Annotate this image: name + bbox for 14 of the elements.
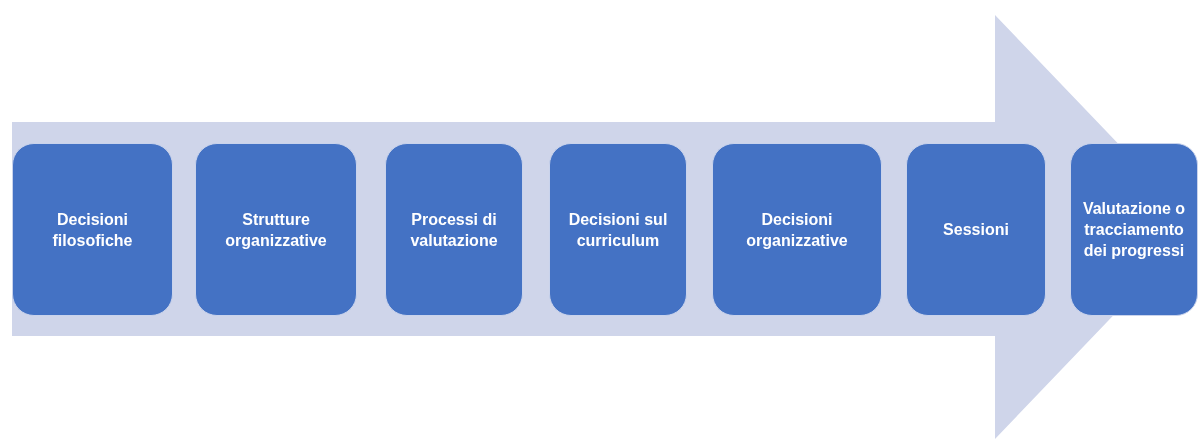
step-label: Decisioni filosofiche xyxy=(51,209,134,251)
step-label: Sessioni xyxy=(943,220,1009,240)
step-label: Processi di valutazione xyxy=(409,209,499,251)
process-box xyxy=(195,143,357,316)
step-label: Valutazione o tracciamento dei progressi xyxy=(1081,199,1187,261)
step-label: Decisioni organizzative xyxy=(745,209,849,251)
process-box xyxy=(385,143,523,316)
process-box xyxy=(549,143,687,316)
process-box xyxy=(712,143,882,316)
step-label: Decisioni sul curriculum xyxy=(567,209,669,251)
process-box xyxy=(1070,143,1198,316)
step-label: Strutture organizzative xyxy=(224,209,328,251)
process-box xyxy=(12,143,173,316)
process-box xyxy=(906,143,1046,316)
